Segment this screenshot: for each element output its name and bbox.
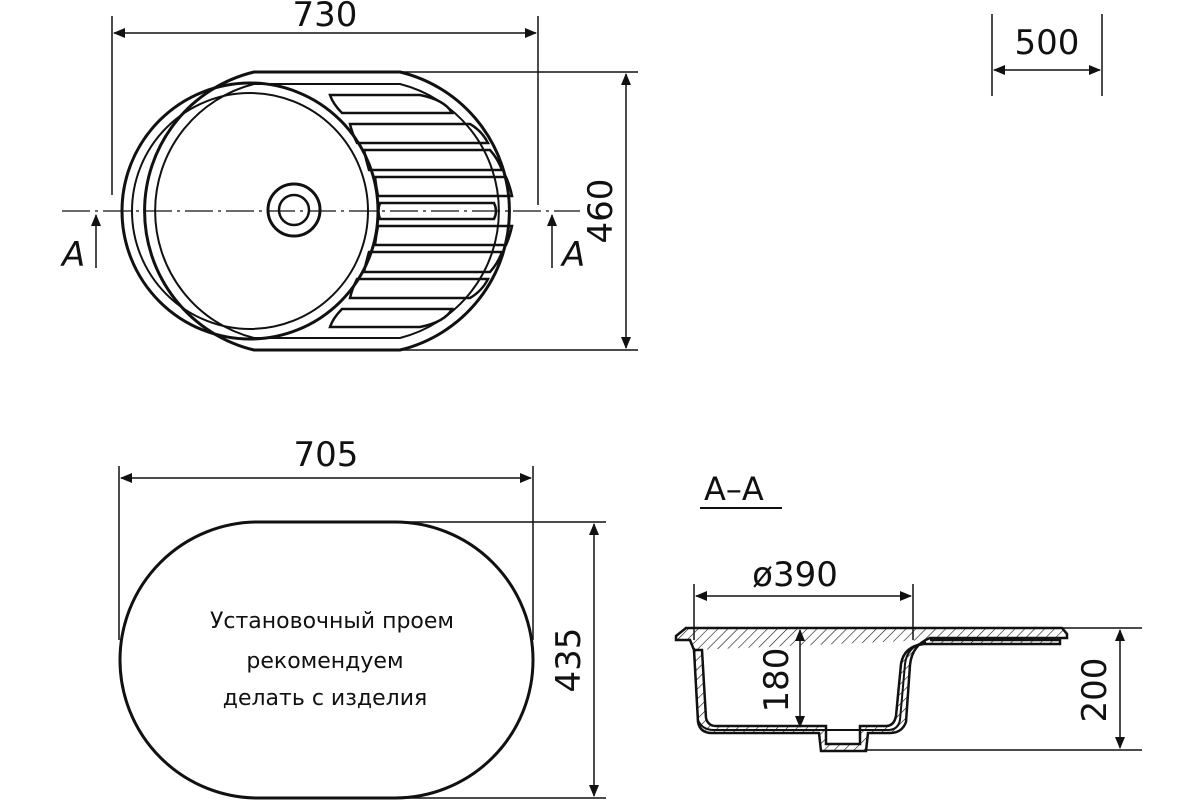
groove <box>328 93 455 115</box>
groove <box>348 277 491 300</box>
groove <box>373 224 514 247</box>
groove <box>362 250 504 274</box>
cutout-note-line: рекомендуем <box>246 649 403 674</box>
sink-profile <box>674 626 1069 753</box>
section-mark-left-label: A <box>60 235 85 275</box>
drainer-grooves <box>328 93 514 329</box>
bowl-inner-wall <box>693 641 927 731</box>
tabletop-depth-value: 500 <box>1015 23 1080 63</box>
cutout-view: 705 435 Установочный проем рекомендуем д… <box>118 435 606 800</box>
top-view: 730 460 A A <box>60 0 638 352</box>
cutout-width-dimension: 705 <box>118 435 534 640</box>
groove <box>377 201 498 221</box>
cutout-note: Установочный проем рекомендуем делать с … <box>210 609 454 711</box>
groove <box>328 307 455 329</box>
total-depth-value: 200 <box>1075 658 1115 723</box>
cutout-height-dimension: 435 <box>395 521 606 799</box>
height-value: 460 <box>581 179 621 244</box>
cutout-note-line: Установочный проем <box>210 609 454 634</box>
bowl-depth-dimension: 180 <box>757 629 805 728</box>
section-mark-right-label: A <box>560 235 585 275</box>
height-dimension: 460 <box>400 71 638 351</box>
cutout-width-value: 705 <box>294 435 359 475</box>
width-value: 730 <box>293 0 358 35</box>
bowl-diameter-value: ø390 <box>752 555 838 595</box>
bowl-depth-value: 180 <box>757 648 797 713</box>
groove <box>362 148 504 172</box>
section-title: A–A <box>704 470 764 508</box>
section-marker-left: A <box>60 214 101 275</box>
width-dimension: 730 <box>111 0 539 205</box>
bowl-diameter-dimension: ø390 <box>693 555 914 640</box>
groove <box>373 175 514 198</box>
sink-rim-line <box>154 83 500 339</box>
drain-outer <box>266 182 322 238</box>
groove <box>348 122 491 145</box>
drain-inner <box>277 193 311 227</box>
section-view: A–A ø390 180 200 <box>674 470 1142 753</box>
cutout-height-value: 435 <box>549 628 589 693</box>
tabletop-dimension: 500 <box>991 14 1103 96</box>
total-depth-dimension: 200 <box>866 627 1142 751</box>
cutout-note-line: делать с изделия <box>223 686 428 711</box>
section-marker-right: A <box>547 214 585 275</box>
